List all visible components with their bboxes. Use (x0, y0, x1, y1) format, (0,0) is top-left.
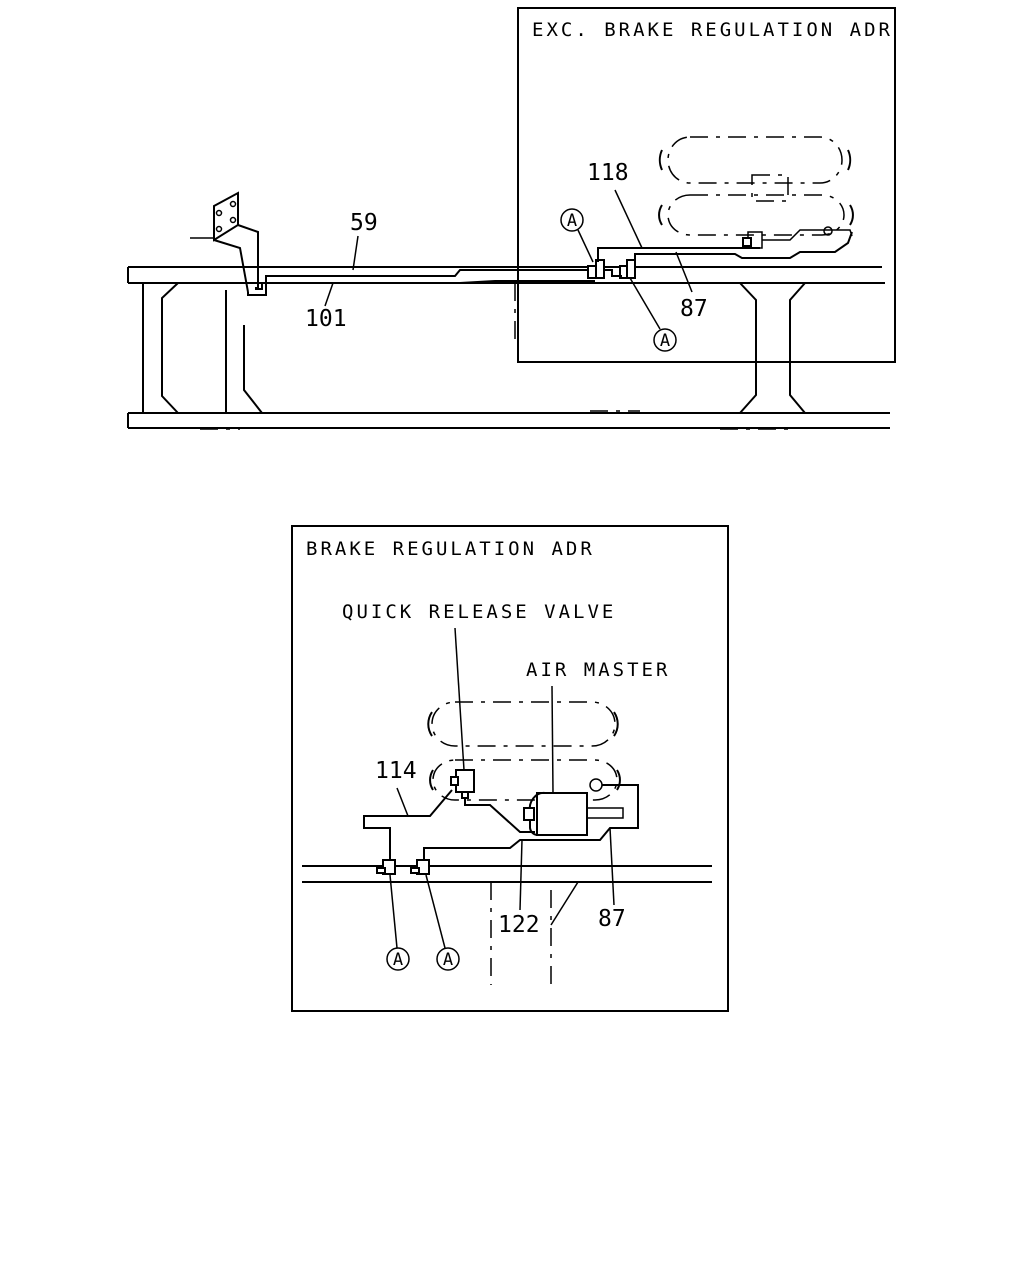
bottom-frame (302, 865, 712, 985)
circle-marker-a (436, 947, 460, 971)
quick-release-valve (450, 769, 475, 799)
callout-87: 87 (680, 296, 708, 322)
callout-59: 59 (350, 210, 378, 236)
bottom-inset-title: BRAKE REGULATION ADR (306, 538, 595, 560)
callout-118: 118 (587, 160, 629, 186)
callout-114: 114 (375, 758, 417, 784)
air-master (523, 778, 624, 836)
bottom-pipes (363, 784, 639, 875)
brake-pipes (247, 231, 853, 296)
bottom-view: BRAKE REGULATION ADR (291, 525, 729, 1012)
top-callouts: 59 101 118 87 A A (305, 160, 708, 352)
circle-marker-a (386, 947, 410, 971)
circle-marker-a (653, 328, 677, 352)
callout-101: 101 (305, 306, 347, 332)
label-quick-release-valve: QUICK RELEASE VALVE (342, 601, 616, 623)
bottom-inset-frame (291, 525, 729, 1012)
callout-87-bottom: 87 (598, 906, 626, 932)
air-tanks-bottom (427, 701, 621, 801)
circle-marker-a-label: A (393, 950, 403, 970)
circle-marker-a-label: A (660, 331, 670, 351)
circle-marker-a-label: A (567, 211, 577, 231)
callout-122: 122 (498, 912, 540, 938)
mounting-bracket (190, 191, 259, 293)
top-view: EXC. BRAKE REGULATION ADR (127, 7, 896, 430)
circle-marker-a (560, 208, 584, 232)
label-air-master: AIR MASTER (526, 659, 670, 681)
top-inset-title: EXC. BRAKE REGULATION ADR (532, 19, 893, 41)
air-tanks-top (658, 136, 854, 249)
chassis-frame (127, 266, 890, 430)
top-inset-frame (517, 7, 896, 363)
bottom-callouts: QUICK RELEASE VALVE AIR MASTER 114 122 8… (342, 601, 670, 971)
circle-marker-a-label: A (443, 950, 453, 970)
